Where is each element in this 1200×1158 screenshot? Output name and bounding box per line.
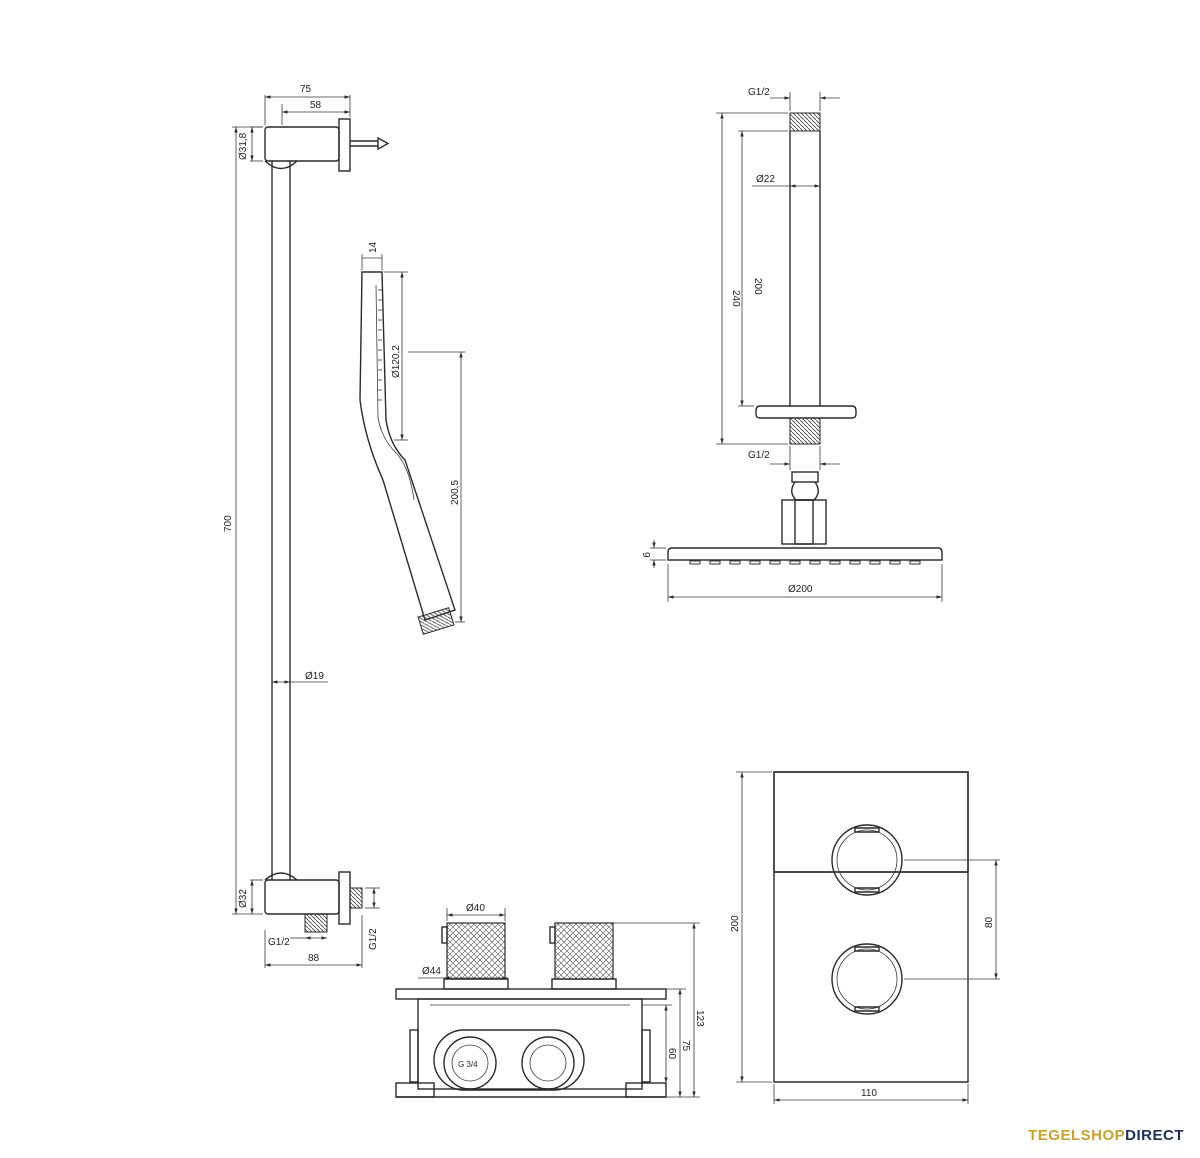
hand-shower: 14 Ø120,2 200,5: [359, 241, 465, 635]
dim-arm-thread-top: G1/2: [748, 87, 770, 98]
dim-plate-width: 110: [861, 1088, 877, 1099]
dim-rail-bottom-dia: Ø32: [238, 889, 249, 908]
cover-plate: 200 110 80: [730, 771, 1000, 1104]
box-inlet-label: G 3/4: [458, 1060, 478, 1069]
dim-box-depth-body: 60: [666, 1048, 677, 1060]
brand-logo-part1: TEGELSHOP: [1028, 1127, 1126, 1144]
dim-rail-length: 700: [223, 515, 234, 532]
dim-rail-tube-dia: Ø19: [305, 671, 324, 682]
concealed-box: G 3/4 Ø40 Ø44 123 75 60: [395, 903, 705, 1098]
dim-box-knob-dia: Ø40: [466, 903, 485, 914]
dim-arm-length-total: 240: [730, 290, 741, 307]
dim-head-thickness: 9: [640, 552, 651, 558]
dim-rail-bottom-thread: G1/2: [268, 937, 290, 948]
dim-arm-length-inner: 200: [752, 278, 763, 295]
dim-hand-thickness: 14: [368, 241, 379, 253]
dim-hand-head-dia: Ø120,2: [391, 345, 402, 378]
dim-arm-dia: Ø22: [756, 174, 775, 185]
brand-logo-part2: DIRECT: [1125, 1127, 1184, 1144]
brand-logo: TEGELSHOPDIRECT: [1028, 1127, 1184, 1144]
dim-plate-height: 200: [730, 915, 741, 932]
dim-arm-thread-bottom: G1/2: [748, 450, 770, 461]
dim-hand-length: 200,5: [450, 480, 461, 505]
dim-rail-top-dia: Ø31,8: [238, 132, 249, 160]
head-shower: G1/2 Ø22 200 240 G1/2 9 Ø200: [640, 87, 943, 602]
slide-rail: 75 58 Ø31,8 700 Ø19 Ø32 G1/2 88 G1/2: [223, 84, 390, 968]
dim-rail-outlet-thread: G1/2: [368, 928, 379, 950]
dim-box-depth-mid: 75: [680, 1040, 691, 1052]
dim-head-dia: Ø200: [788, 584, 813, 595]
dim-rail-depth: 58: [310, 100, 322, 111]
dim-rail-width: 75: [300, 84, 312, 95]
dim-rail-bottom-width: 88: [308, 953, 320, 964]
dim-plate-knob-spacing: 80: [984, 916, 995, 928]
dim-box-rosette-dia: Ø44: [422, 966, 441, 977]
dim-box-depth-total: 123: [694, 1010, 705, 1027]
